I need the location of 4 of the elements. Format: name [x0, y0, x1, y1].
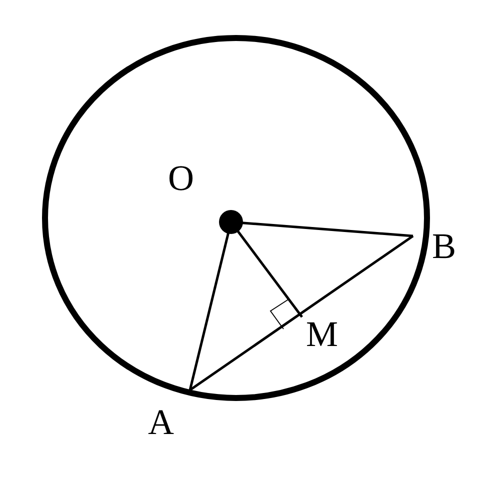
point-label: A: [148, 404, 174, 440]
point-label: O: [168, 160, 194, 196]
point-label: B: [432, 228, 456, 264]
point-label: M: [306, 316, 338, 352]
